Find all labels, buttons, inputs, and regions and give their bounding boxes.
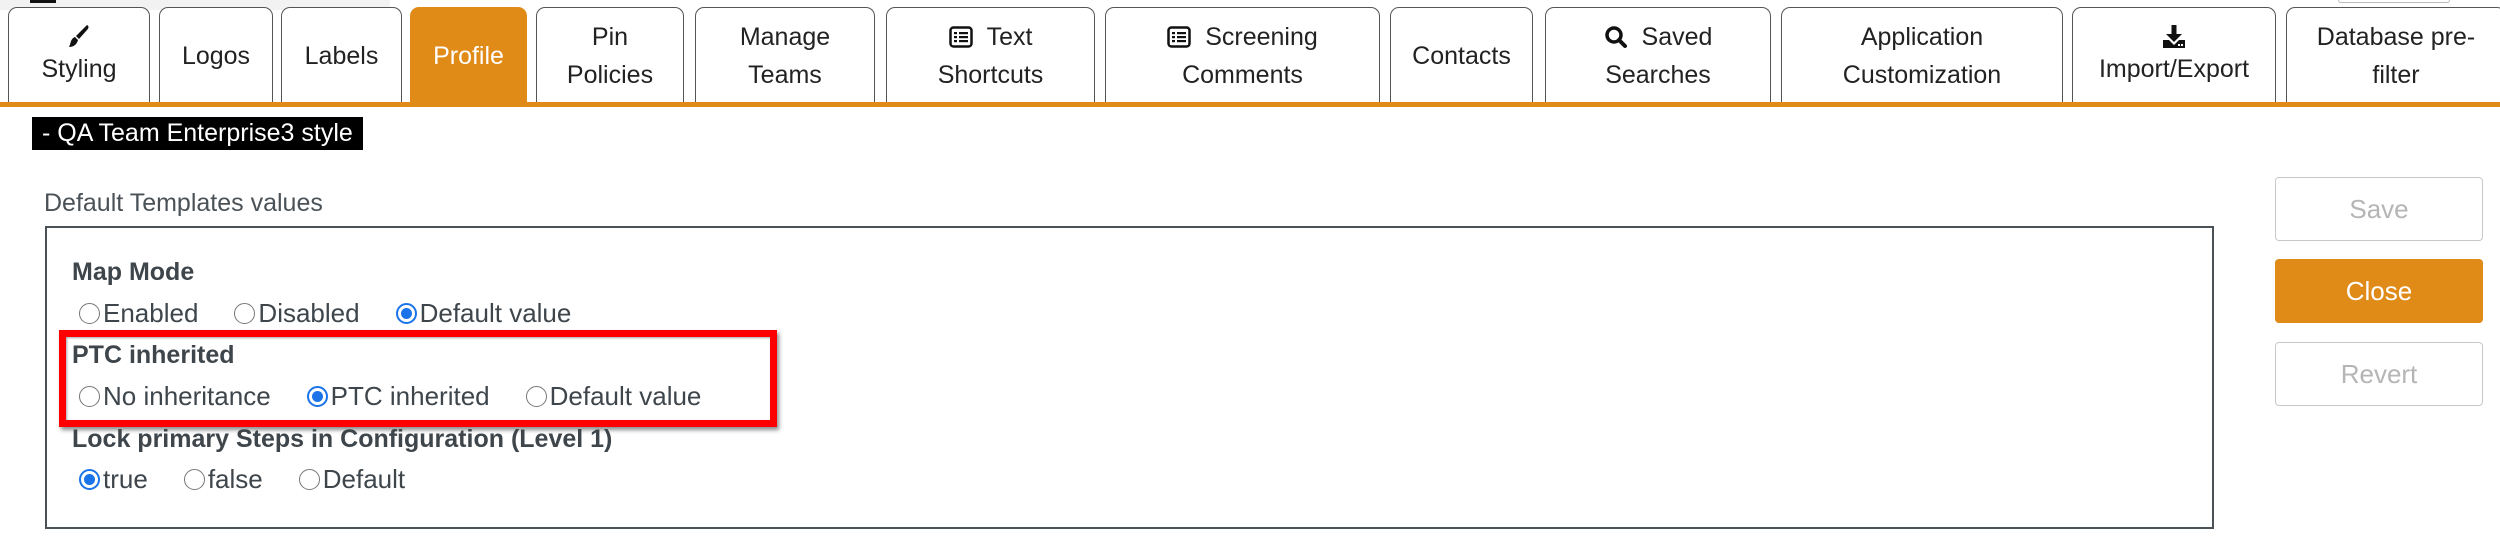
tab-label: Profile bbox=[433, 41, 504, 70]
tab-label-line2: filter bbox=[2372, 60, 2420, 89]
option-label: Disabled bbox=[258, 298, 360, 328]
tab-label-line2: Searches bbox=[1605, 60, 1711, 89]
radio-unchecked[interactable] bbox=[298, 469, 320, 490]
background-input-edge bbox=[2338, 0, 2450, 3]
tab-label-line1: Pin bbox=[591, 22, 629, 51]
tab-label-line2: Comments bbox=[1182, 60, 1303, 89]
menu-icon bbox=[30, 0, 56, 5]
close-button[interactable]: Close bbox=[2275, 259, 2483, 323]
tab-labels[interactable]: Labels bbox=[281, 7, 402, 103]
radio-unchecked[interactable] bbox=[79, 386, 100, 407]
tab-label-line2: Teams bbox=[748, 60, 822, 89]
tab-label-line1: Screening bbox=[1205, 22, 1318, 51]
list-icon bbox=[1167, 25, 1191, 48]
ptc-option-ptc-inherited[interactable]: PTC inherited bbox=[306, 381, 490, 412]
revert-button[interactable]: Revert bbox=[2275, 342, 2483, 406]
map-mode-radio-group: Enabled Disabled Default value bbox=[79, 298, 607, 329]
tab-label-line1: Manage bbox=[739, 22, 831, 51]
tab-label-line1: Saved bbox=[1641, 22, 1713, 51]
tab-logos[interactable]: Logos bbox=[159, 7, 273, 103]
tab-text-shortcuts[interactable]: Text Shortcuts bbox=[886, 7, 1095, 103]
option-label: Default value bbox=[419, 298, 572, 328]
option-label: Default bbox=[322, 464, 406, 494]
tab-database-prefilter[interactable]: Database pre- filter bbox=[2286, 7, 2500, 103]
radio-unchecked[interactable] bbox=[183, 469, 205, 490]
tab-application-customization[interactable]: Application Customization bbox=[1781, 7, 2063, 103]
style-name-title: - QA Team Enterprise3 style bbox=[32, 117, 363, 150]
radio-checked[interactable] bbox=[395, 303, 417, 324]
tab-screening-comments[interactable]: Screening Comments bbox=[1105, 7, 1380, 103]
tab-label: Logos bbox=[181, 41, 251, 70]
radio-unchecked[interactable] bbox=[79, 303, 100, 324]
lock-primary-steps-radio-group: true false Default bbox=[79, 464, 441, 495]
lock-option-false[interactable]: false bbox=[183, 464, 263, 495]
default-templates-fieldset bbox=[45, 226, 2214, 529]
map-mode-option-enabled[interactable]: Enabled bbox=[79, 298, 198, 329]
tab-label-line1: Text bbox=[986, 22, 1033, 51]
tab-saved-searches[interactable]: Saved Searches bbox=[1545, 7, 1771, 103]
ptc-inherited-radio-group: No inheritance PTC inherited Default val… bbox=[79, 381, 737, 412]
tab-contacts[interactable]: Contacts bbox=[1390, 7, 1533, 103]
tab-pin-policies[interactable]: Pin Policies bbox=[536, 7, 684, 103]
map-mode-option-disabled[interactable]: Disabled bbox=[234, 298, 360, 329]
tab-label-line2: Shortcuts bbox=[937, 60, 1044, 89]
radio-checked[interactable] bbox=[79, 469, 100, 490]
radio-checked[interactable] bbox=[306, 386, 328, 407]
active-tab-underline bbox=[0, 102, 2500, 107]
option-label: false bbox=[207, 464, 263, 494]
option-label: Enabled bbox=[103, 298, 199, 328]
tab-label-line1: Database pre- bbox=[2316, 22, 2476, 51]
map-mode-option-default[interactable]: Default value bbox=[395, 298, 572, 329]
option-label: true bbox=[103, 464, 148, 494]
radio-unchecked[interactable] bbox=[234, 303, 256, 324]
tab-label-line2: Policies bbox=[566, 60, 654, 89]
lock-option-true[interactable]: true bbox=[79, 464, 148, 495]
tab-label-line1: Application bbox=[1860, 22, 1984, 51]
lock-primary-steps-label: Lock primary Steps in Configuration (Lev… bbox=[72, 425, 613, 453]
download-icon bbox=[2162, 24, 2186, 50]
list-icon bbox=[948, 25, 973, 48]
map-mode-label: Map Mode bbox=[72, 258, 195, 286]
radio-unchecked[interactable] bbox=[525, 386, 547, 407]
tab-label: Styling bbox=[41, 54, 117, 83]
save-button[interactable]: Save bbox=[2275, 177, 2483, 241]
background-toolbar-strip bbox=[0, 0, 390, 10]
ptc-inherited-label: PTC inherited bbox=[72, 341, 235, 369]
search-icon bbox=[1604, 25, 1628, 49]
tab-label-line2: Customization bbox=[1842, 60, 2002, 89]
tab-manage-teams[interactable]: Manage Teams bbox=[695, 7, 875, 103]
option-label: Default value bbox=[549, 381, 702, 411]
option-label: No inheritance bbox=[103, 381, 271, 411]
ptc-option-no-inheritance[interactable]: No inheritance bbox=[79, 381, 271, 412]
tab-label: Import/Export bbox=[2098, 54, 2250, 83]
tab-label: Labels bbox=[304, 41, 379, 70]
paintbrush-icon bbox=[67, 24, 91, 50]
settings-tab-bar: Styling Logos Labels Profile Pin Policie… bbox=[0, 0, 2500, 107]
lock-option-default[interactable]: Default bbox=[298, 464, 406, 495]
ptc-option-default[interactable]: Default value bbox=[525, 381, 702, 412]
tab-label: Contacts bbox=[1412, 41, 1511, 70]
tab-import-export[interactable]: Import/Export bbox=[2072, 7, 2276, 103]
option-label: PTC inherited bbox=[330, 381, 490, 411]
tab-profile[interactable]: Profile bbox=[410, 7, 527, 103]
section-title: Default Templates values bbox=[44, 189, 323, 217]
tab-styling[interactable]: Styling bbox=[8, 7, 150, 103]
